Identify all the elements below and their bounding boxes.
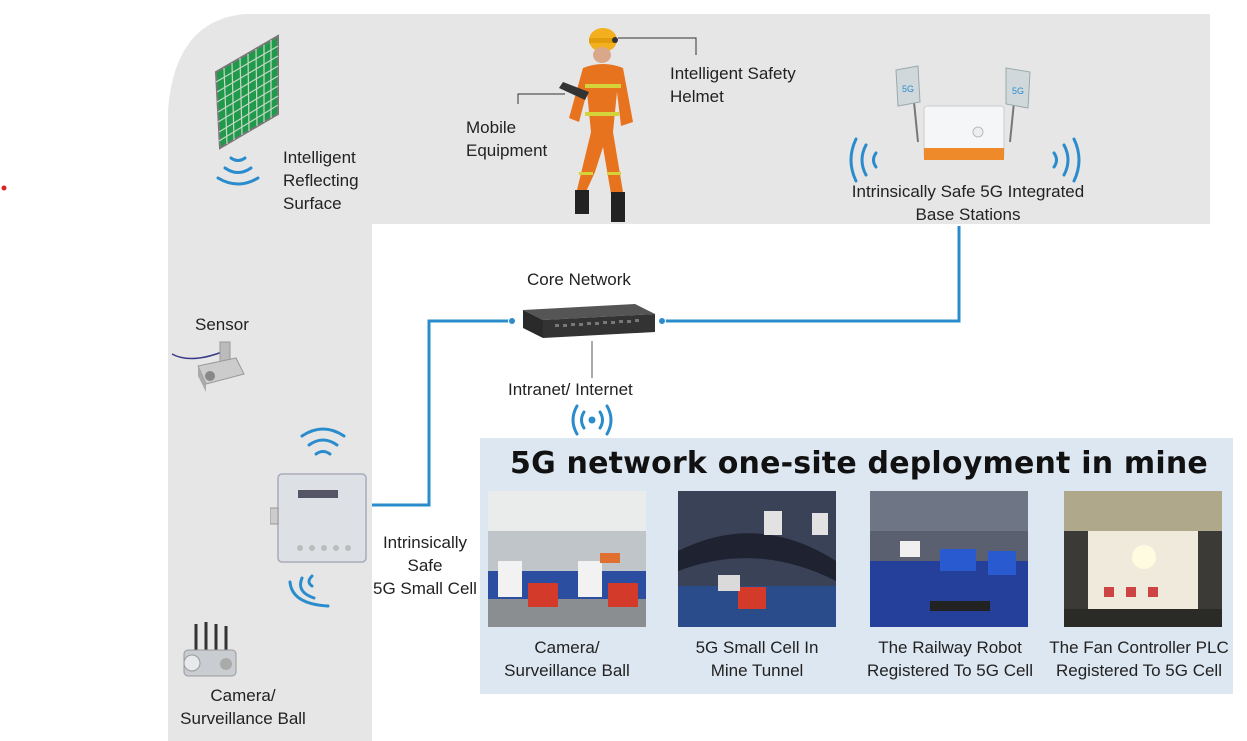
core-switch-icon bbox=[523, 304, 655, 338]
reflecting-surface-icon bbox=[214, 34, 279, 150]
photo-small-cell-tunnel bbox=[678, 491, 836, 627]
small-cell-label-line1: Intrinsically bbox=[382, 533, 468, 552]
camera-icon bbox=[183, 622, 237, 677]
photo-railway-robot bbox=[870, 491, 1028, 627]
mobile-label-line1: Mobile bbox=[466, 118, 517, 137]
caption-1-line2: Surveillance Ball bbox=[504, 661, 630, 680]
helmet-label: Intelligent Safety Helmet bbox=[670, 62, 796, 108]
marker-dot bbox=[1, 185, 7, 191]
camera-label: Camera/ Surveillance Ball bbox=[168, 684, 318, 730]
photo-fan-controller bbox=[1064, 491, 1222, 627]
caption-3-line1: The Railway Robot bbox=[878, 638, 1022, 657]
caption-2-line1: 5G Small Cell In bbox=[695, 638, 819, 657]
small-cell-label-line2: Safe bbox=[407, 556, 443, 575]
deployment-panel-title: 5G network one-site deployment in mine bbox=[510, 446, 1208, 481]
base-station-label: Intrinsically Safe 5G Integrated Base St… bbox=[818, 180, 1118, 226]
caption-railway-robot: The Railway Robot Registered To 5G Cell bbox=[852, 636, 1048, 682]
caption-small-cell-tunnel: 5G Small Cell In Mine Tunnel bbox=[667, 636, 847, 682]
five-g-badge-right: 5G bbox=[1012, 86, 1024, 96]
irs-label-line2: Reflecting bbox=[283, 171, 359, 190]
base-label-line2: Base Stations bbox=[915, 205, 1021, 224]
irs-label: Intelligent Reflecting Surface bbox=[283, 146, 359, 215]
caption-fan-controller: The Fan Controller PLC Registered To 5G … bbox=[1044, 636, 1234, 682]
irs-signal-icon bbox=[216, 156, 260, 186]
intranet-signal-icon bbox=[571, 404, 613, 436]
mine-tunnel bbox=[168, 14, 1210, 741]
caption-camera-surveillance: Camera/ Surveillance Ball bbox=[477, 636, 657, 682]
camera-label-line2: Surveillance Ball bbox=[180, 709, 306, 728]
small-cell-signal-top-icon bbox=[300, 427, 346, 456]
mobile-label-line2: Equipment bbox=[466, 141, 548, 160]
small-cell-icon bbox=[270, 473, 367, 563]
caption-3-line2: Registered To 5G Cell bbox=[867, 661, 1033, 680]
sensor-icon bbox=[171, 341, 245, 392]
helmet-label-line1: Intelligent Safety bbox=[670, 64, 796, 83]
mobile-equipment-label: Mobile Equipment bbox=[466, 116, 547, 162]
helmet-label-line2: Helmet bbox=[670, 87, 724, 106]
photo-camera-surveillance bbox=[488, 491, 646, 627]
miner-worker-icon bbox=[559, 28, 633, 222]
caption-4-line1: The Fan Controller PLC bbox=[1049, 638, 1229, 657]
base-station-signal-right-icon bbox=[1052, 137, 1081, 183]
core-network-label: Core Network bbox=[527, 270, 631, 289]
camera-label-line1: Camera/ bbox=[210, 686, 276, 705]
irs-label-line1: Intelligent bbox=[283, 148, 356, 167]
base-station-signal-left-icon bbox=[849, 137, 878, 183]
small-cell-label: Intrinsically Safe 5G Small Cell bbox=[366, 531, 484, 600]
network-links bbox=[372, 226, 961, 507]
caption-1-line1: Camera/ bbox=[534, 638, 600, 657]
five-g-badge-left: 5G bbox=[902, 84, 914, 94]
caption-4-line2: Registered To 5G Cell bbox=[1056, 661, 1222, 680]
caption-2-line2: Mine Tunnel bbox=[710, 661, 804, 680]
intranet-label: Intranet/ Internet bbox=[508, 380, 633, 399]
irs-label-line3: Surface bbox=[283, 194, 342, 213]
sensor-label: Sensor bbox=[195, 315, 249, 334]
base-label-line1: Intrinsically Safe 5G Integrated bbox=[851, 182, 1085, 201]
small-cell-signal-bottom-icon bbox=[288, 574, 330, 608]
small-cell-label-line3: 5G Small Cell bbox=[373, 579, 477, 598]
base-station-icon: 5G 5G bbox=[895, 65, 1031, 160]
